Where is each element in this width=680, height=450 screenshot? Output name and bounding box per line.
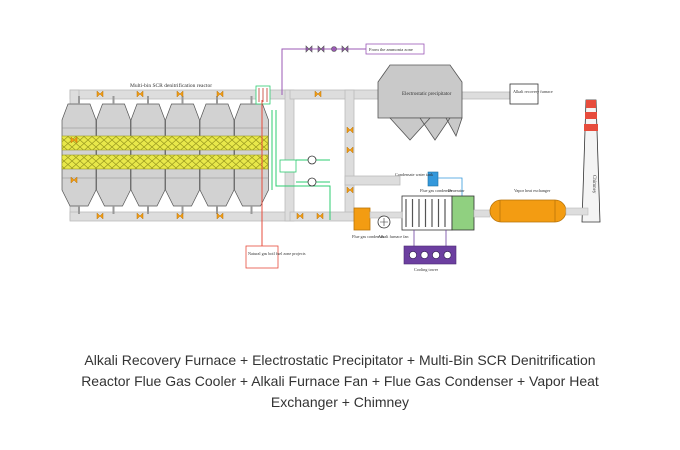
cooling-fans — [409, 251, 452, 259]
ammonia-source-label: From the ammonia zone — [369, 47, 413, 52]
process-flow-diagram: Multi-bin SCR denitrification reactor Fr… — [61, 43, 601, 272]
flue-gas-condenser-label: Flue gas condenser — [352, 234, 385, 239]
electrostatic-precipitator: Electrostatic precipitator — [377, 64, 463, 141]
water-line — [271, 110, 331, 220]
scr-reactor: Multi-bin SCR denitrification reactor — [61, 82, 269, 214]
caption-line-2: Reactor Flue Gas Cooler + Alkali Furnace… — [81, 373, 599, 389]
caption-line-3: Exchanger + Chimney — [270, 394, 410, 410]
condensate-water-tank-label: Condensate water tank — [395, 172, 434, 177]
ammonia-injection: From the ammonia zone — [255, 43, 425, 105]
damper-valve — [136, 212, 144, 220]
cooling-fan — [409, 251, 417, 259]
damper-valve — [136, 90, 144, 98]
damper-valve — [314, 90, 322, 98]
damper-valve — [346, 186, 354, 194]
cooling-fan — [420, 251, 429, 259]
vapor-heat-exchanger-label: Vapor heat exchanger — [514, 188, 551, 193]
damper-valve — [216, 90, 224, 98]
damper-valve — [70, 176, 78, 184]
damper-valve — [176, 212, 184, 220]
flue-gas-condenser: Flue gas condenser — [352, 207, 385, 239]
circulating-pump-lower — [307, 177, 317, 187]
chimney: Chimney — [581, 99, 601, 223]
ammonia-source-box — [365, 43, 425, 55]
cooling-tower: Cooling tower — [403, 230, 457, 272]
alkali-recovery-furnace: Alkali recovery furnace — [509, 83, 553, 105]
scr-reactor-label: Multi-bin SCR denitrification reactor — [130, 82, 212, 89]
scr-catalyst-band-lower — [61, 154, 269, 170]
flue-gas-cooler — [271, 110, 331, 220]
damper-valve — [346, 126, 354, 134]
caption-line-1: Alkali Recovery Furnace + Electrostatic … — [84, 352, 596, 368]
ammonia-line — [281, 48, 366, 95]
damper-valve — [216, 212, 224, 220]
ammonia-valves — [305, 45, 349, 53]
chimney-label: Chimney — [591, 175, 596, 194]
damper-valve — [96, 212, 104, 220]
natural-gas-box — [245, 245, 279, 269]
damper-valve — [346, 146, 354, 154]
circulating-pump-upper — [307, 155, 317, 165]
deaerator: Deaerator — [448, 188, 475, 231]
condenser-tubes — [405, 199, 446, 227]
cooling-fan — [432, 251, 440, 259]
natural-gas-zone: Natural gas boil fuel zone projects — [245, 100, 306, 269]
alkali-furnace-fan: Alkali furnace fan — [369, 211, 409, 239]
vapor-heat-exchanger: Vapor heat exchanger — [473, 188, 589, 223]
deaerator-label: Deaerator — [448, 188, 465, 193]
damper-valve — [96, 90, 104, 98]
alkali-fan-label: Alkali furnace fan — [378, 234, 409, 239]
cooling-fan — [443, 251, 452, 259]
esp-label: Electrostatic precipitator — [402, 92, 452, 97]
figure-caption: Alkali Recovery Furnace + Electrostatic … — [20, 350, 660, 413]
natural-gas-label: Natural gas boil fuel zone projects — [248, 251, 306, 256]
scr-catalyst-band-upper — [61, 135, 269, 151]
flue-gas-condenser-inner-label: Flue gas condenser — [420, 188, 453, 193]
cooling-tower-label: Cooling tower — [414, 267, 439, 272]
damper-valve — [296, 212, 304, 220]
flue-gas-condenser-unit: Flue gas condenser — [401, 188, 453, 231]
damper-valve — [316, 212, 324, 220]
ammonia-distribution-grid — [255, 85, 271, 105]
duct-valves — [70, 90, 354, 220]
damper-valve — [70, 136, 78, 144]
damper-valve — [176, 90, 184, 98]
condensate-water-tank: Condensate water tank — [395, 171, 463, 196]
alkali-furnace-label: Alkali recovery furnace — [513, 89, 553, 94]
